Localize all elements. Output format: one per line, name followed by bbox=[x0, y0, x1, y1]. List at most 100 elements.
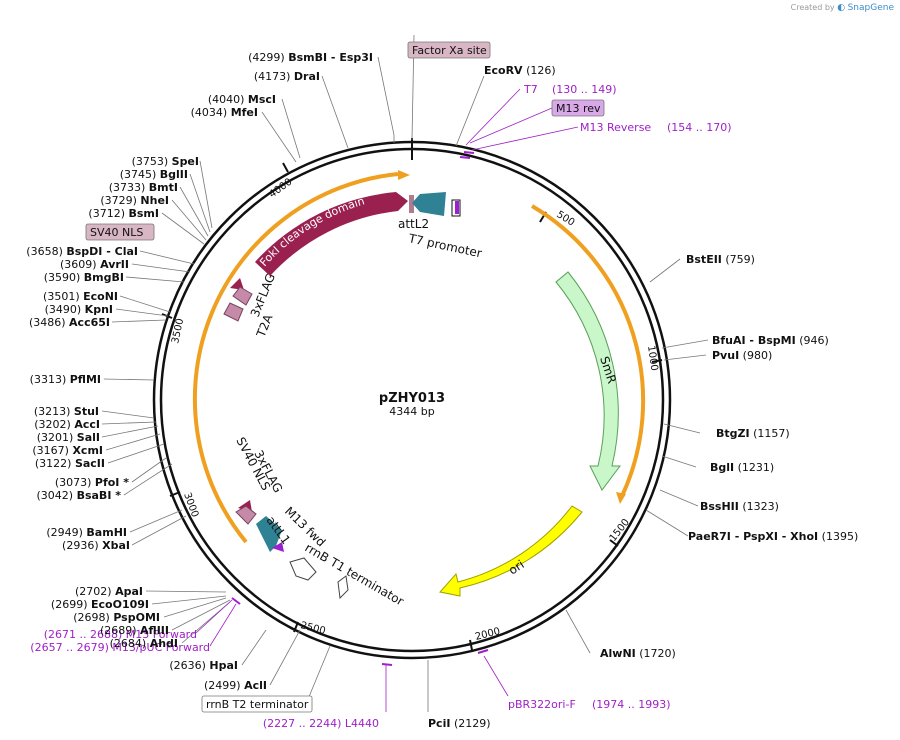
site-ecoo109i: (2699) EcoO109I bbox=[51, 598, 149, 611]
svg-text:(3073) PfoI *: (3073) PfoI * bbox=[55, 476, 129, 489]
factor-xa-box: Factor Xa site bbox=[407, 41, 491, 59]
ori-feature bbox=[439, 505, 583, 597]
site-pspomi: (2698) PspOMI bbox=[73, 611, 160, 624]
svg-text:(2698) PspOMI: (2698) PspOMI bbox=[73, 611, 160, 624]
m13-forward-primer-marker bbox=[231, 597, 241, 605]
pbr322-primer-label: pBR322ori-F bbox=[508, 698, 576, 711]
site-bmti: (3733) BmtI bbox=[109, 181, 178, 194]
orf-arc-right-arrow bbox=[616, 492, 626, 504]
attl1-feature bbox=[256, 516, 282, 552]
svg-text:(3609) AvrII: (3609) AvrII bbox=[60, 258, 129, 271]
attl2-feature bbox=[412, 192, 446, 216]
t7-primer-range: (130 .. 149) bbox=[552, 83, 617, 96]
site-bfuai: BfuAI - BspMI (946) bbox=[712, 334, 829, 347]
site-pfoi: (3073) PfoI * bbox=[55, 476, 129, 489]
svg-text:PaeR7I - PspXI - XhoI (1: PaeR7I - PspXI - XhoI (1395) bbox=[688, 530, 858, 543]
site-bgli: BglI (1231) bbox=[710, 461, 774, 474]
svg-text:EcoRV (126): EcoRV (126) bbox=[484, 64, 556, 77]
site-xhoi: PaeR7I - PspXI - XhoI (1395) bbox=[688, 530, 858, 543]
svg-text:(2636) HpaI: (2636) HpaI bbox=[169, 659, 238, 672]
site-xcmi: (3167) XcmI bbox=[32, 444, 103, 457]
site-bsmbi: (4299) BsmBI - Esp3I bbox=[248, 51, 373, 64]
foki-cleavage-domain-feature bbox=[255, 192, 408, 276]
rrnb-t1-feature bbox=[289, 557, 317, 581]
site-msci: (4040) MscI bbox=[208, 93, 276, 106]
site-xbai: (2936) XbaI bbox=[62, 539, 130, 552]
svg-text:(3729) NheI: (3729) NheI bbox=[100, 194, 169, 207]
svg-text:PvuI (980): PvuI (980) bbox=[712, 349, 772, 362]
site-acci: (3202) AccI bbox=[34, 418, 100, 431]
svg-text:BssHII (1323): BssHII (1323) bbox=[700, 500, 779, 513]
svg-text:PciI (2129): PciI (2129) bbox=[428, 717, 491, 730]
restriction-sites: (4299) BsmBI - Esp3I (4173) DraI (4040) … bbox=[26, 51, 858, 730]
svg-text:(4299) BsmBI - Esp3I: (4299) BsmBI - Esp3I bbox=[248, 51, 373, 64]
site-mfei: (4034) MfeI bbox=[191, 106, 258, 119]
svg-text:(2699) EcoO109I: (2699) EcoO109I bbox=[51, 598, 149, 611]
svg-text:(3745) BglII: (3745) BglII bbox=[120, 168, 188, 181]
factor-xa-label: Factor Xa site bbox=[412, 44, 487, 57]
snapgene-logo-icon: ◐ bbox=[837, 3, 846, 13]
svg-text:(3486) Acc65I: (3486) Acc65I bbox=[29, 316, 110, 329]
svg-text:BtgZI (1157): BtgZI (1157) bbox=[716, 427, 790, 440]
svg-text:(4034) MfeI: (4034) MfeI bbox=[191, 106, 258, 119]
site-pflmi: (3313) PflMI bbox=[30, 373, 101, 386]
t2a-top-feature-1 bbox=[232, 286, 253, 306]
m13-reverse-primer-label: M13 Reverse bbox=[580, 121, 651, 134]
plasmid-length: 4344 bp bbox=[389, 405, 434, 418]
site-acli: (2499) AclI bbox=[204, 679, 267, 692]
site-spei: (3753) SpeI bbox=[132, 155, 199, 168]
site-econi: (3501) EcoNI bbox=[43, 290, 118, 303]
site-bsmi: (3712) BsmI bbox=[88, 207, 159, 220]
sv40-nls-box: SV40 NLS bbox=[85, 223, 155, 241]
svg-text:(3201) SalI: (3201) SalI bbox=[37, 431, 100, 444]
site-avrii: (3609) AvrII bbox=[60, 258, 129, 271]
svg-text:(3042) BsaBI *: (3042) BsaBI * bbox=[37, 489, 122, 502]
m13-reverse-primer-marker bbox=[463, 151, 475, 154]
rrnb-t2-feature bbox=[337, 575, 349, 600]
site-sacii: (3122) SacII bbox=[35, 457, 105, 470]
m13-forward-primer-label: (2671 .. 2688) M13 Forward bbox=[44, 628, 197, 641]
svg-text:(3712) BsmI: (3712) BsmI bbox=[88, 207, 159, 220]
l4440-primer-label: (2227 .. 2244) L4440 bbox=[263, 717, 379, 730]
site-ecorv: EcoRV (126) bbox=[484, 64, 556, 77]
m13-reverse-primer-range: (154 .. 170) bbox=[667, 121, 732, 134]
m13-rev-feature bbox=[455, 201, 459, 214]
svg-text:BstEII (759): BstEII (759) bbox=[686, 253, 755, 266]
t7-primer-label: T7 bbox=[523, 83, 538, 96]
svg-text:(3167) XcmI: (3167) XcmI bbox=[32, 444, 103, 457]
svg-text:(2689) AflIII: (2689) AflIII bbox=[100, 624, 169, 637]
m13-fwd-label: M13 fwd bbox=[282, 504, 328, 549]
svg-text:(3313) PflMI: (3313) PflMI bbox=[30, 373, 101, 386]
site-bsteii: BstEII (759) bbox=[686, 253, 755, 266]
ruler-label-4000: 4000 bbox=[267, 177, 294, 201]
m13-rev-box: M13 rev bbox=[551, 99, 605, 117]
svg-text:(3490) KpnI: (3490) KpnI bbox=[45, 303, 113, 316]
t7-primer-marker bbox=[459, 156, 471, 159]
t7-promoter-label: T7 promoter bbox=[406, 231, 483, 260]
site-stui: (3213) StuI bbox=[34, 405, 99, 418]
site-alwni: AlwNI (1720) bbox=[600, 647, 676, 660]
site-bsshii: BssHII (1323) bbox=[700, 500, 779, 513]
t2a-top-feature-2 bbox=[223, 302, 244, 322]
site-hpai: (2636) HpaI bbox=[169, 659, 238, 672]
snapgene-brand-text: SnapGene bbox=[847, 3, 894, 13]
svg-text:(2936) XbaI: (2936) XbaI bbox=[62, 539, 130, 552]
attl2-label: attL2 bbox=[398, 217, 429, 231]
svg-text:AlwNI (1720): AlwNI (1720) bbox=[600, 647, 676, 660]
site-apai: (2702) ApaI bbox=[75, 585, 143, 598]
site-afliii: (2689) AflIII bbox=[100, 624, 169, 637]
site-bamhi: (2949) BamHI bbox=[46, 526, 127, 539]
svg-text:(4040) MscI: (4040) MscI bbox=[208, 93, 276, 106]
svg-text:(3202) AccI: (3202) AccI bbox=[34, 418, 100, 431]
l4440-primer-marker bbox=[381, 663, 393, 666]
svg-text:(3590) BmgBI: (3590) BmgBI bbox=[44, 271, 124, 284]
pbr322-primer-marker bbox=[477, 649, 489, 654]
site-btgzi: BtgZI (1157) bbox=[716, 427, 790, 440]
site-pvui: PvuI (980) bbox=[712, 349, 772, 362]
site-nhei: (3729) NheI bbox=[100, 194, 169, 207]
svg-text:(3213) StuI: (3213) StuI bbox=[34, 405, 99, 418]
factor-xa-feature bbox=[409, 195, 414, 213]
orf-arc-right bbox=[530, 204, 646, 497]
plasmid-name: pZHY013 bbox=[379, 391, 445, 406]
